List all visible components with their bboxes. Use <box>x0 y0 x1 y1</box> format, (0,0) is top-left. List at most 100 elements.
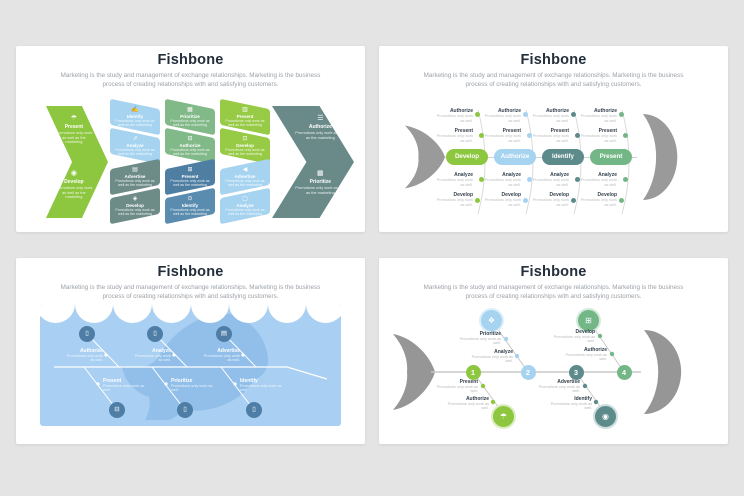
page-title: Fishbone <box>520 52 587 68</box>
spine-number: 1 <box>465 364 481 380</box>
slide-card-chevron[interactable]: Fishbone Marketing is the study and mana… <box>16 46 365 232</box>
cart-icon: ⊞ <box>576 308 601 333</box>
spine-pill: Present <box>590 149 632 165</box>
cabinet-icon: ▦ <box>317 170 324 177</box>
spine-pill: Identify <box>542 149 584 165</box>
slide-card-numbered-fishbone[interactable]: Fishbone Marketing is the study and mana… <box>379 258 728 444</box>
slide-card-pill-fishbone[interactable]: Fishbone Marketing is the study and mana… <box>379 46 728 232</box>
rib-dot <box>575 177 580 182</box>
slide-subtitle: Marketing is the study and management of… <box>423 72 684 89</box>
fish-tail <box>405 125 445 189</box>
rib-dot <box>479 133 484 138</box>
spine-pill: Authorize <box>494 149 536 165</box>
fish-tail <box>393 334 435 410</box>
chevron-item: ◉ Develop Promotions only work as well a… <box>55 170 93 200</box>
books-icon: ☰ <box>317 115 324 122</box>
rib-dot <box>475 112 480 117</box>
page-title: Fishbone <box>157 264 224 280</box>
rib-dot <box>479 177 484 182</box>
rib-dot <box>571 198 576 203</box>
fish-head <box>644 330 682 414</box>
smartphone-icon: ▯ <box>252 406 256 413</box>
slide-card-water-fishbone[interactable]: Fishbone Marketing is the study and mana… <box>16 258 365 444</box>
rib-dot <box>575 133 580 138</box>
rib-dot <box>623 177 628 182</box>
magnifier-icon: ◉ <box>593 404 618 429</box>
shield-icon: ❖ <box>479 308 504 333</box>
slide-subtitle: Marketing is the study and management of… <box>60 284 321 301</box>
rib-dot <box>523 112 528 117</box>
spine-number: 3 <box>568 364 584 380</box>
spine-number: 2 <box>520 364 536 380</box>
chevron-item: ▦ Prioritize Promotions only work as wel… <box>295 170 346 195</box>
umbrella-icon: ☂ <box>491 404 516 429</box>
rib-dot <box>571 112 576 117</box>
umbrella-icon: ☂ <box>70 115 78 122</box>
wave-scallops <box>40 304 341 323</box>
left-chevron: ☂ Present Promotions only work as well a… <box>46 106 108 218</box>
spine-pill: Develop <box>446 149 488 165</box>
rib-dot <box>619 198 624 203</box>
rib-dot <box>523 198 528 203</box>
notebook-icon: ▤ <box>220 330 228 337</box>
printer-icon: ⊟ <box>114 406 120 413</box>
rib-dot <box>527 133 532 138</box>
page-title: Fishbone <box>520 264 587 280</box>
rib-dot <box>619 112 624 117</box>
slide-gallery: Fishbone Marketing is the study and mana… <box>16 46 728 444</box>
fish-head <box>643 114 678 200</box>
rib-dot <box>475 198 480 203</box>
fishbone-lines <box>431 320 641 416</box>
smartphone-icon: ▯ <box>183 406 187 413</box>
fishbone-lines <box>54 326 328 418</box>
page-title: Fishbone <box>157 52 224 68</box>
fish-spine <box>441 157 637 158</box>
rib-dot <box>527 177 532 182</box>
chevron-diagram: ☂ Present Promotions only work as well a… <box>16 98 365 225</box>
target-icon: ◉ <box>70 170 77 177</box>
slide-subtitle: Marketing is the study and management of… <box>423 284 684 301</box>
